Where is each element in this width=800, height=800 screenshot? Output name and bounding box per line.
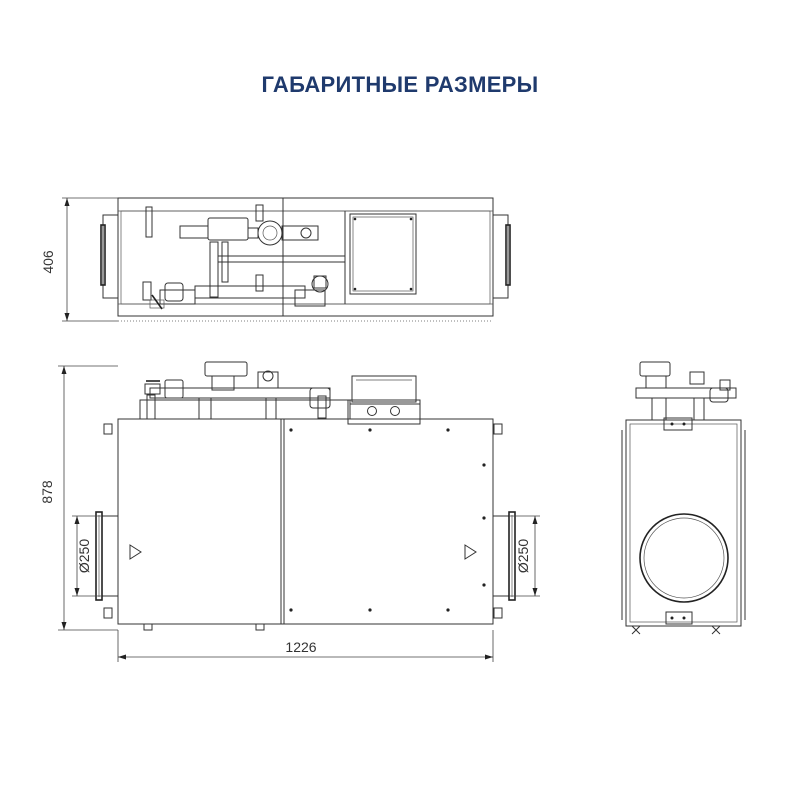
- top-view-height-label: 406: [40, 250, 56, 274]
- front-view-width-label: 1226: [285, 639, 316, 655]
- right-duct-diameter-label: Ø250: [515, 539, 531, 573]
- front-view: 878 1226 Ø250 Ø250: [39, 361, 540, 662]
- left-duct-diameter-label: Ø250: [76, 539, 92, 573]
- page-title: ГАБАРИТНЫЕ РАЗМЕРЫ: [261, 72, 539, 97]
- top-view: 406: [40, 197, 511, 322]
- side-view: [621, 361, 746, 635]
- front-view-height-label: 878: [39, 480, 55, 504]
